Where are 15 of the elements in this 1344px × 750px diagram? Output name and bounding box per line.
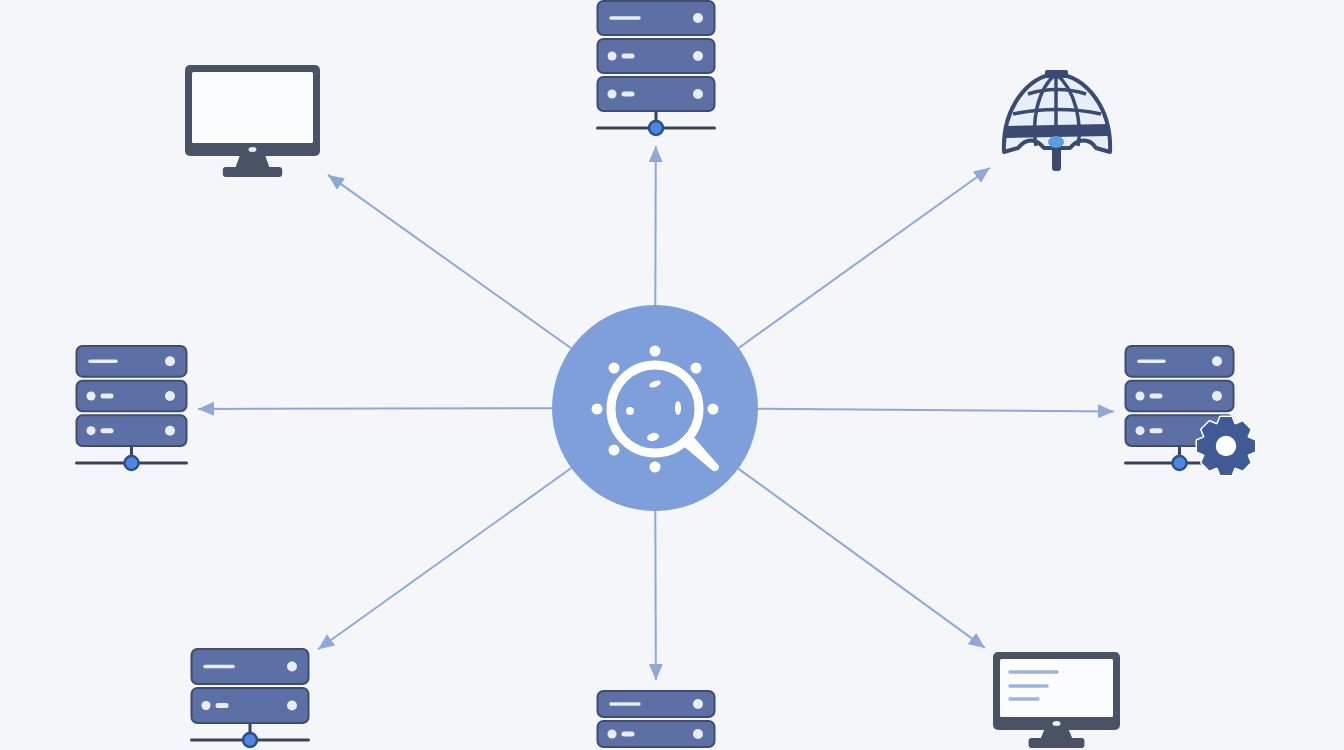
arrow — [648, 510, 663, 681]
server-icon — [75, 345, 188, 473]
arrow — [317, 467, 573, 651]
server-icon — [190, 648, 310, 748]
server-icon — [596, 690, 716, 748]
arrow — [737, 166, 991, 349]
arrow — [757, 404, 1115, 419]
monitor-icon — [185, 65, 320, 177]
arrow — [737, 467, 986, 649]
server-icon — [596, 0, 716, 136]
monitor-icon — [993, 652, 1120, 748]
server-gear-icon — [1124, 345, 1258, 479]
arrow — [327, 173, 573, 350]
arrow — [197, 401, 553, 416]
arrow — [648, 145, 663, 306]
